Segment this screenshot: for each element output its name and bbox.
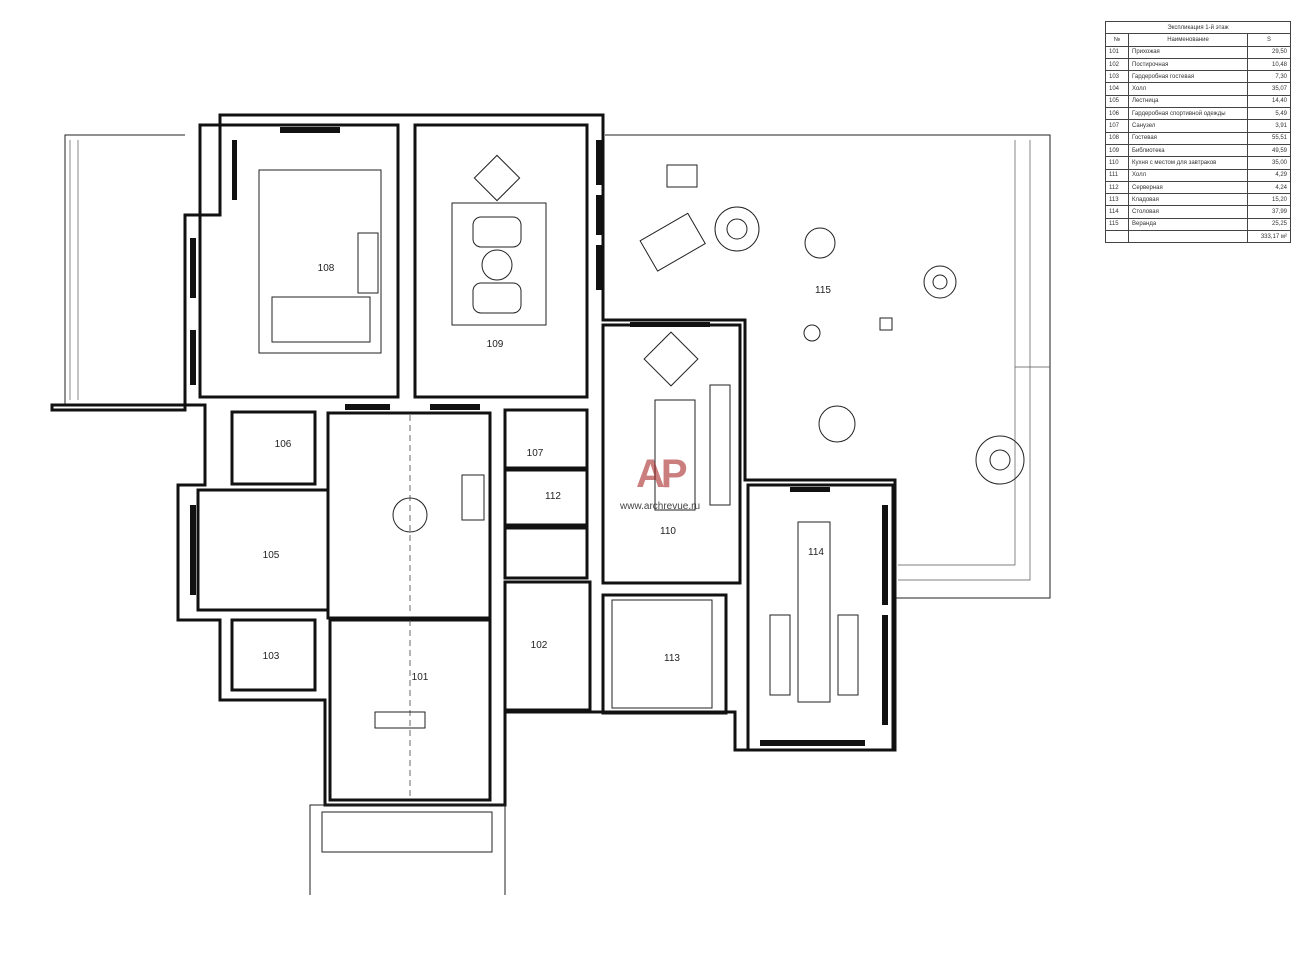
cell-num: 108	[1105, 131, 1129, 145]
cell-num: 113	[1105, 193, 1129, 207]
room-107-walls	[503, 408, 589, 470]
cell-num: 115	[1105, 217, 1129, 232]
cell-name: Столовая	[1128, 205, 1248, 219]
room-label-113: 113	[664, 653, 680, 664]
watermark-url: www.archrevue.ru	[620, 501, 701, 512]
left-terrace-outline	[64, 134, 185, 405]
cell-num: 112	[1105, 180, 1129, 195]
cell-area: 14,40	[1247, 94, 1291, 109]
room-114-walls	[746, 483, 895, 752]
room-105-walls	[196, 488, 330, 612]
cell-num: 105	[1105, 94, 1129, 109]
room-106-walls	[230, 410, 317, 486]
room-102-walls	[503, 580, 592, 712]
room-label-101: 101	[412, 672, 429, 683]
cell-area: 29,50	[1247, 45, 1291, 59]
room-111-walls	[503, 526, 589, 580]
header-name: Наименование	[1128, 33, 1248, 47]
room-label-112: 112	[545, 491, 561, 502]
watermark-logo: AP	[636, 452, 688, 496]
exterior-walls	[50, 113, 897, 807]
header-area: S	[1247, 33, 1291, 47]
room-label-105: 105	[263, 550, 280, 561]
cell-num: 107	[1105, 119, 1129, 133]
cell-name: Прихожая	[1128, 45, 1248, 59]
cell-area: 7,30	[1247, 70, 1291, 84]
cell-name: Кладовая	[1128, 193, 1248, 207]
cell-name: Лестница	[1128, 94, 1248, 109]
cell-name: Санузел	[1128, 119, 1248, 133]
cell-num: 106	[1105, 107, 1129, 121]
cell-area: 35,07	[1247, 82, 1291, 96]
room-label-102: 102	[531, 640, 548, 651]
cell-num: 114	[1105, 205, 1129, 219]
cell-area: 55,51	[1247, 131, 1291, 145]
cell-num: 101	[1105, 45, 1129, 59]
cell-area: 4,29	[1247, 168, 1291, 182]
room-schedule-table: Экспликация 1-й этаж № Наименование S 10…	[1105, 20, 1291, 244]
cell-num: 102	[1105, 57, 1129, 72]
room-label-114: 114	[808, 547, 824, 558]
room-104-walls	[326, 411, 492, 620]
cell-area: 5,49	[1247, 107, 1291, 121]
cell-num: 110	[1105, 156, 1129, 170]
room-label-106: 106	[275, 439, 292, 450]
cell-area: 3,91	[1247, 119, 1291, 133]
porch	[309, 804, 506, 895]
cell-num: 109	[1105, 143, 1129, 158]
cell-name: Кухня с местом для завтраков	[1128, 156, 1248, 170]
cell-area: 37,99	[1247, 205, 1291, 219]
room-label-107: 107	[527, 448, 544, 459]
cell-num: 104	[1105, 82, 1129, 96]
room-label-115: 115	[815, 285, 831, 296]
room-label-108: 108	[318, 263, 335, 274]
cell-name: Холл	[1128, 82, 1248, 96]
cell-num: 111	[1105, 168, 1129, 182]
cell-name: Серверная	[1128, 180, 1248, 195]
table-title: Экспликация 1-й этаж	[1105, 20, 1291, 35]
cell-name: Библиотека	[1128, 143, 1248, 158]
cell-area: 15,20	[1247, 193, 1291, 207]
cell-area: 4,24	[1247, 180, 1291, 195]
room-112-walls	[503, 468, 589, 527]
room-113-walls	[601, 593, 728, 715]
header-num: №	[1105, 33, 1129, 47]
veranda-outline	[605, 134, 1051, 599]
cell-area: 10,48	[1247, 57, 1291, 72]
cell-num: 103	[1105, 70, 1129, 84]
room-103-walls	[230, 618, 317, 692]
room-label-103: 103	[263, 651, 280, 662]
cell-name: Постирочная	[1128, 57, 1248, 72]
cell-area: 25,25	[1247, 217, 1291, 232]
room-109-walls	[413, 123, 589, 399]
cell-name: Гостевая	[1128, 131, 1248, 145]
cell-area: 35,00	[1247, 156, 1291, 170]
cell-name: Веранда	[1128, 217, 1248, 232]
room-label-109: 109	[487, 339, 504, 350]
room-108-walls	[198, 123, 400, 399]
cell-name: Холл	[1128, 168, 1248, 182]
cell-area: 49,59	[1247, 143, 1291, 158]
cell-name: Гардеробная спортивной одежды	[1128, 107, 1248, 121]
table-total: 333,17 м²	[1247, 230, 1291, 244]
cell-name: Гардеробная гостевая	[1128, 70, 1248, 84]
room-label-110: 110	[660, 526, 676, 537]
